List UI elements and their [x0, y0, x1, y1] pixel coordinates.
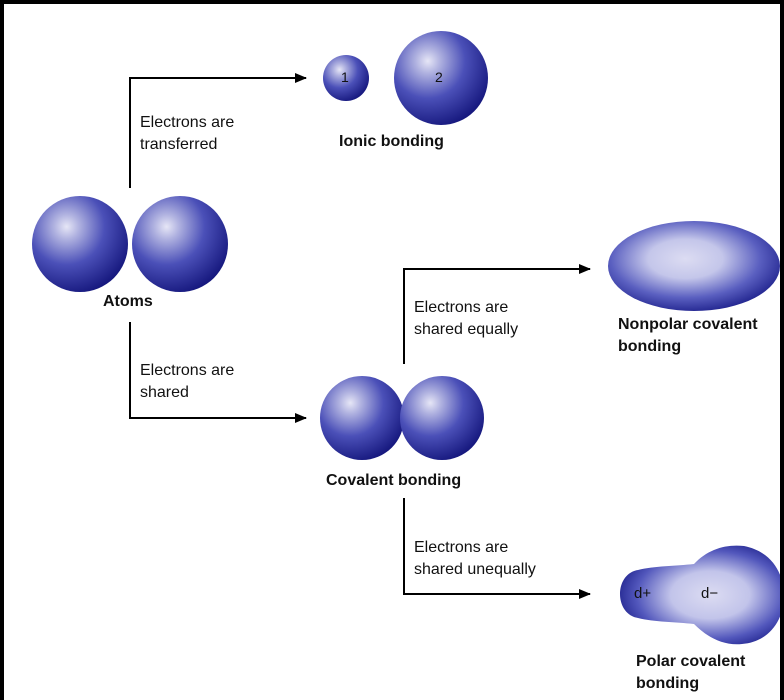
label-electrons-shared-unequally: Electrons are shared unequally [414, 539, 536, 578]
atoms-pair [32, 196, 228, 292]
partial-charge-negative: d− [701, 585, 719, 602]
ionic-ions [323, 31, 488, 125]
ion-small [323, 55, 369, 101]
caption-polar-covalent: Polar covalent bonding [636, 653, 746, 692]
arrow-to-nonpolar [403, 264, 591, 364]
connector-arrows [129, 73, 591, 599]
partial-charge-positive: d+ [634, 585, 652, 602]
nonpolar-molecule [608, 221, 780, 311]
atom-left [32, 196, 128, 292]
caption-ionic-bonding: Ionic bonding [339, 133, 444, 150]
polar-molecule [620, 545, 780, 645]
label-electrons-shared: Electrons are shared [140, 362, 235, 401]
arrow-to-polar [403, 498, 591, 599]
arrow-to-ionic [129, 73, 307, 188]
label-electrons-shared-equally: Electrons are shared equally [414, 299, 519, 338]
caption-atoms: Atoms [103, 293, 153, 310]
label-electrons-transferred: Electrons are transferred [140, 114, 235, 153]
caption-covalent-bonding: Covalent bonding [326, 472, 462, 489]
ion-number-2: 2 [435, 69, 443, 85]
atom-right [132, 196, 228, 292]
bonding-diagram [32, 31, 780, 645]
covalent-molecule [320, 376, 484, 460]
caption-nonpolar-covalent: Nonpolar covalent bonding [618, 316, 758, 355]
arrow-to-covalent [129, 322, 307, 423]
ion-number-1: 1 [341, 69, 349, 85]
ion-large [394, 31, 488, 125]
